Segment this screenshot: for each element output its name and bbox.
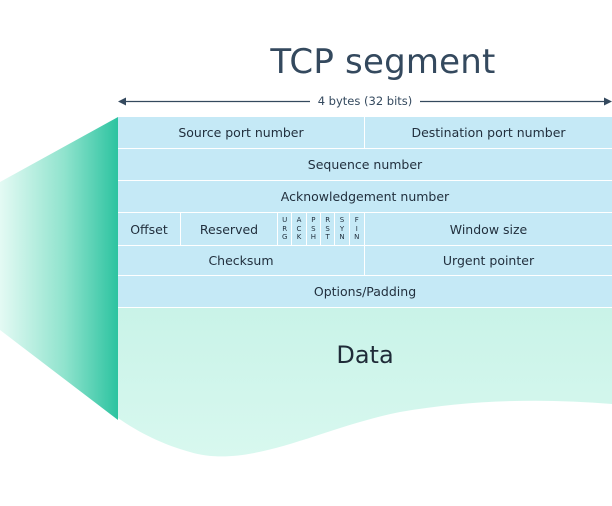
window-size-field: Window size bbox=[365, 213, 612, 245]
offset-field: Offset bbox=[118, 213, 181, 245]
tcp-header: Source port number Destination port numb… bbox=[118, 117, 612, 308]
urgent-pointer-field: Urgent pointer bbox=[365, 246, 612, 275]
width-label: 4 bytes (32 bits) bbox=[309, 94, 421, 108]
header-row-ack: Acknowledgement number bbox=[118, 181, 612, 213]
source-port-field: Source port number bbox=[118, 117, 365, 148]
sequence-number-field: Sequence number bbox=[118, 149, 612, 180]
width-dimension: 4 bytes (32 bits) bbox=[118, 92, 612, 112]
data-label: Data bbox=[336, 341, 394, 369]
diagram-title: TCP segment bbox=[270, 42, 496, 82]
header-row-checksum: Checksum Urgent pointer bbox=[118, 246, 612, 276]
acknowledgement-number-field: Acknowledgement number bbox=[118, 181, 612, 212]
reserved-field: Reserved bbox=[181, 213, 278, 245]
header-row-ports: Source port number Destination port numb… bbox=[118, 117, 612, 149]
perspective-wedge bbox=[0, 117, 118, 420]
options-padding-field: Options/Padding bbox=[118, 276, 612, 307]
header-row-sequence: Sequence number bbox=[118, 149, 612, 181]
checksum-field: Checksum bbox=[118, 246, 365, 275]
header-row-options: Options/Padding bbox=[118, 276, 612, 308]
data-region bbox=[118, 308, 612, 457]
destination-port-field: Destination port number bbox=[365, 117, 612, 148]
